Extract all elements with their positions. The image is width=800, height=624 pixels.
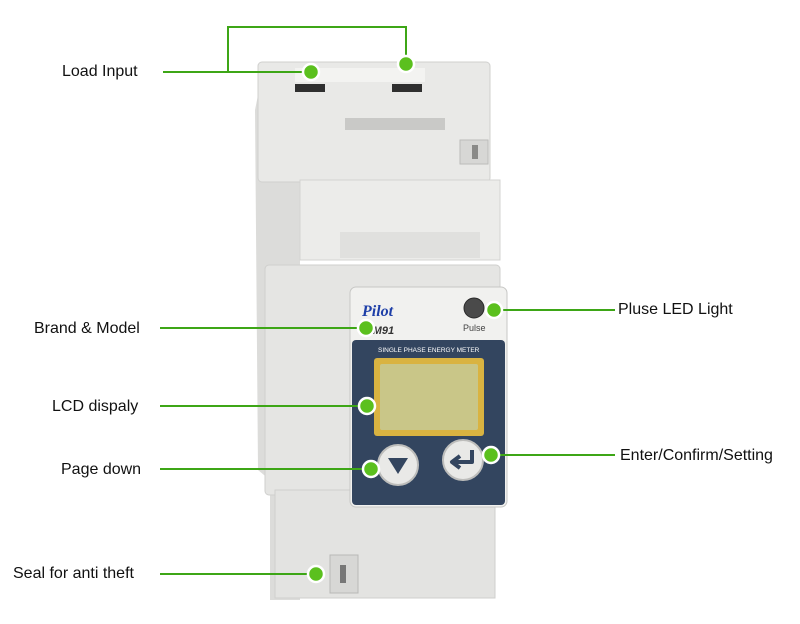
marker-page-down (361, 459, 381, 479)
marker-brand (356, 318, 376, 338)
callout-seal: Seal for anti theft (13, 565, 134, 582)
marker-lcd (357, 396, 377, 416)
panel-title: SINGLE PHASE ENERGY METER (378, 347, 480, 354)
marker-load-input-left (301, 62, 321, 82)
marker-enter (481, 445, 501, 465)
brand-logo: Pilot (361, 303, 394, 320)
marker-load-input-right (396, 54, 416, 74)
marker-pulse (484, 300, 504, 320)
leader-lines (160, 26, 615, 575)
leader-line-load-input (163, 26, 407, 73)
callout-markers (301, 54, 504, 584)
callout-pulse-led: Pluse LED Light (618, 301, 733, 318)
callout-lcd-display: LCD dispaly (52, 398, 139, 415)
marker-seal (306, 564, 326, 584)
lcd-screen (380, 364, 478, 430)
pulse-label: Pulse (463, 323, 486, 333)
callout-enter: Enter/Confirm/Setting (620, 447, 773, 464)
callout-page-down: Page down (61, 461, 142, 478)
enter-arrow-icon (450, 450, 474, 470)
pulse-led (463, 297, 485, 319)
callout-brand-model: Brand & Model (34, 320, 140, 337)
chevron-down-icon (388, 458, 408, 474)
callout-load-input: Load Input (62, 63, 138, 80)
